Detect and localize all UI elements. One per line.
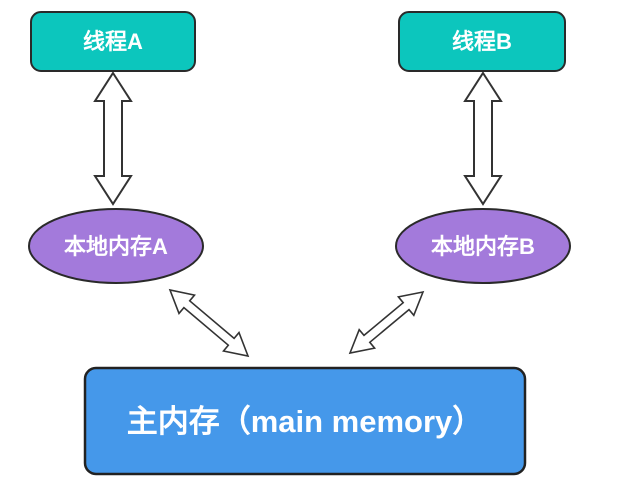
arrow-local-memory-a-main-memory-icon <box>168 288 250 358</box>
node-thread-a: 线程A <box>30 11 196 72</box>
arrow-local-memory-b-main-memory-icon <box>348 290 425 355</box>
main-memory-label: 主内存（main memory） <box>127 404 484 439</box>
arrow-thread-a-local-memory-a-icon <box>93 71 133 206</box>
thread-b-label: 线程B <box>452 29 512 54</box>
node-thread-b: 线程B <box>398 11 566 72</box>
main-memory-box <box>83 366 527 476</box>
node-local-memory-a: 本地内存A <box>28 208 204 284</box>
local-memory-b-label: 本地内存B <box>431 234 535 259</box>
node-main-memory: 主内存（main memory） <box>83 366 527 476</box>
local-memory-a-label: 本地内存A <box>64 234 168 259</box>
local-memory-a-ellipse <box>28 208 204 284</box>
thread-b-box <box>398 11 566 72</box>
node-local-memory-b: 本地内存B <box>395 208 571 284</box>
local-memory-b-ellipse <box>395 208 571 284</box>
thread-a-box <box>30 11 196 72</box>
arrow-thread-b-local-memory-b-icon <box>463 71 503 206</box>
thread-a-label: 线程A <box>83 29 143 54</box>
